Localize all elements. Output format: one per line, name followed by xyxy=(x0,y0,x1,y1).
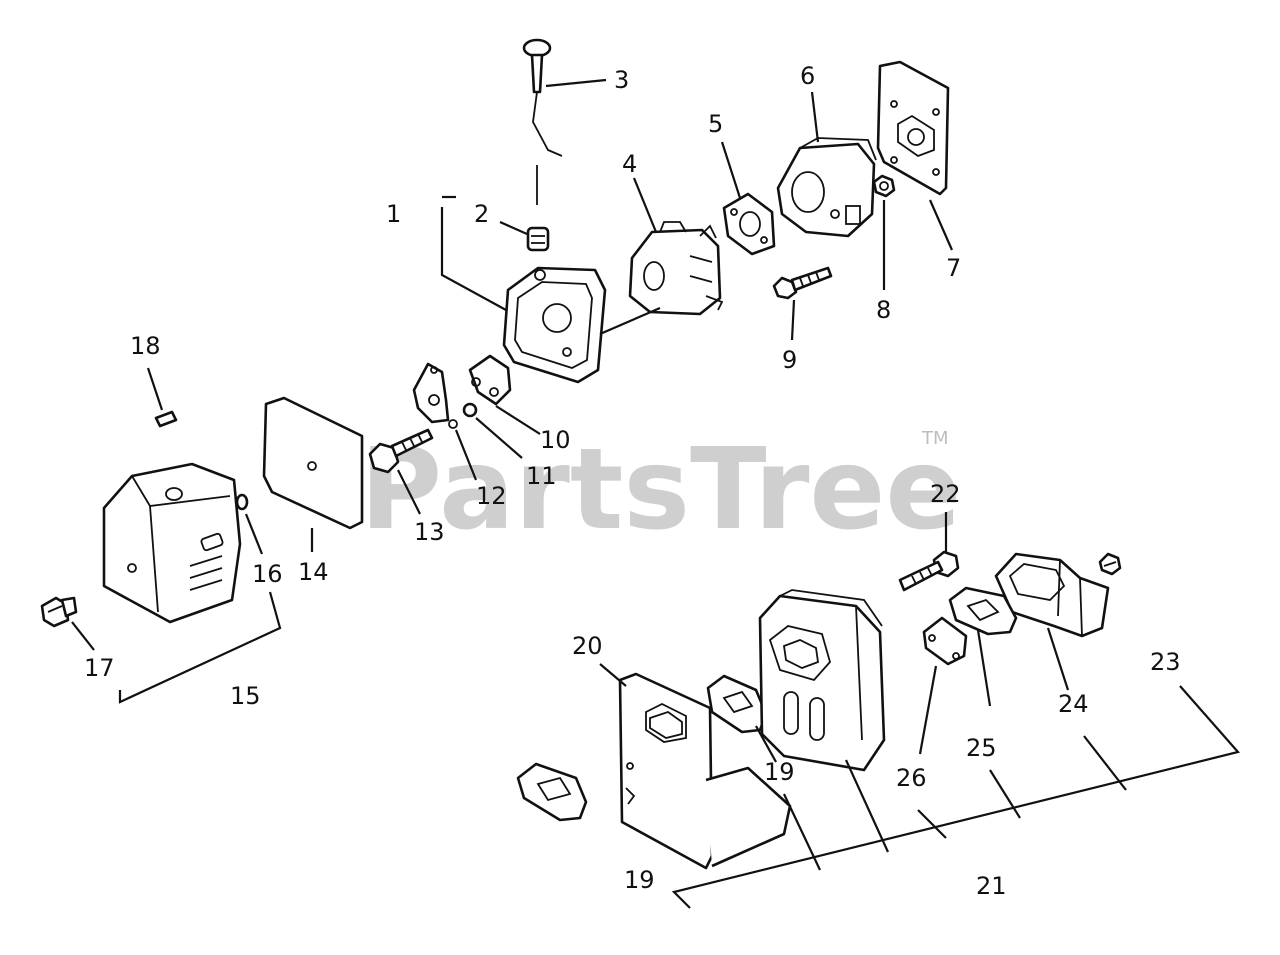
part-carburetor xyxy=(628,221,724,316)
part-air-filter xyxy=(262,396,364,530)
part-screw-23 xyxy=(1098,552,1122,576)
watermark-brand: PartsTree xyxy=(360,425,961,555)
callout-labels: 1 2 3 4 5 6 7 8 9 10 11 12 13 14 15 16 1… xyxy=(84,62,1181,900)
callout-15: 15 xyxy=(230,682,261,710)
callout-11: 11 xyxy=(526,462,557,490)
callout-2: 2 xyxy=(474,200,489,228)
callout-25: 25 xyxy=(966,734,997,762)
leader-lines xyxy=(71,78,1241,909)
part-bolt-13 xyxy=(368,428,434,474)
part-bracket xyxy=(412,362,458,429)
callout-20: 20 xyxy=(572,632,603,660)
part-muffler-gasket-a xyxy=(706,674,768,734)
callout-24: 24 xyxy=(1058,690,1089,718)
part-plate-10 xyxy=(468,354,512,406)
watermark: PartsTree TM xyxy=(360,425,961,555)
callout-9: 9 xyxy=(782,346,797,374)
part-air-filter-base xyxy=(502,266,607,384)
callout-5: 5 xyxy=(708,110,723,138)
callout-22: 22 xyxy=(930,480,961,508)
part-carb-gasket xyxy=(722,192,776,256)
part-pad-18 xyxy=(154,410,178,428)
callout-1: 1 xyxy=(386,200,401,228)
part-muffler xyxy=(758,589,886,772)
part-gasket-plate xyxy=(876,60,950,196)
callout-6: 6 xyxy=(800,62,815,90)
part-bolt-9 xyxy=(772,266,833,300)
callout-3: 3 xyxy=(614,66,629,94)
watermark-trademark: TM xyxy=(921,428,949,449)
part-choke-rod xyxy=(522,38,563,205)
callout-16: 16 xyxy=(252,560,283,588)
part-screw-17 xyxy=(40,596,78,628)
part-plate-26 xyxy=(922,616,968,666)
callout-13: 13 xyxy=(414,518,445,546)
part-bolt-22 xyxy=(898,550,960,592)
callout-21: 21 xyxy=(976,872,1007,900)
callout-19-a: 19 xyxy=(764,758,795,786)
part-nut xyxy=(872,174,896,198)
callout-4: 4 xyxy=(622,150,637,178)
part-intake-manifold xyxy=(776,137,877,238)
callout-26: 26 xyxy=(896,764,927,792)
part-muffler-gasket-b xyxy=(516,762,588,822)
callout-18: 18 xyxy=(130,332,161,360)
parts xyxy=(40,38,1122,870)
callout-17: 17 xyxy=(84,654,115,682)
part-air-cleaner-cover xyxy=(102,462,242,624)
callout-12: 12 xyxy=(476,482,507,510)
callout-8: 8 xyxy=(876,296,891,324)
callout-10: 10 xyxy=(540,426,571,454)
part-exhaust-gasket xyxy=(948,586,1018,636)
callout-7: 7 xyxy=(946,254,961,282)
part-seal-16 xyxy=(235,493,249,511)
callout-14: 14 xyxy=(298,558,329,586)
callout-23: 23 xyxy=(1150,648,1181,676)
part-washer xyxy=(462,402,478,418)
part-exhaust-cover xyxy=(994,552,1110,638)
callout-19-b: 19 xyxy=(624,866,655,894)
part-grommet xyxy=(526,226,550,252)
